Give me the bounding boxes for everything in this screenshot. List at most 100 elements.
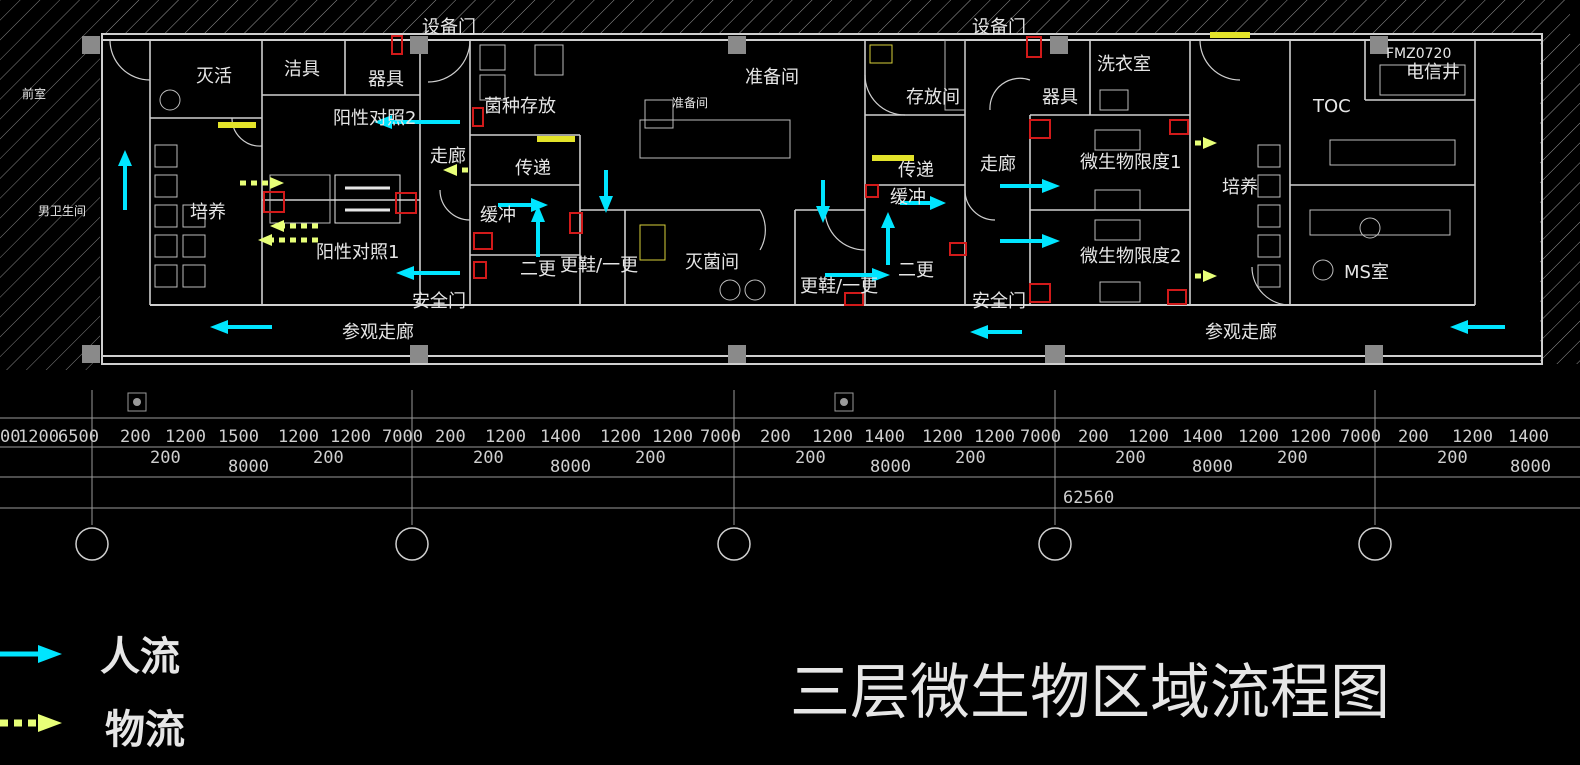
- interior-walls: [149, 40, 1476, 305]
- dimension-label: 200: [955, 448, 986, 468]
- dimension-label: 200: [1398, 427, 1429, 447]
- dimension-label: 1200: [922, 427, 963, 447]
- dimension-label: 1200: [1238, 427, 1279, 447]
- room-labels: 前室 男卫生间 灭活 洁具 器具 设备门 阳性对照2 阳性对照1 培养 菌种存放…: [22, 17, 1460, 343]
- hatched-exterior-top: [100, 0, 1570, 34]
- room-label-inactivation: 灭活: [196, 66, 232, 87]
- dimension-label: 200: [120, 427, 151, 447]
- dimension-label: 1200: [600, 427, 641, 447]
- room-label-equipment-door-right: 设备门: [972, 17, 1026, 38]
- people-flow-arrow: [825, 268, 890, 282]
- people-flow-arrows: [118, 115, 1505, 339]
- legend-people-flow-swatch: [0, 645, 62, 663]
- people-flow-arrow: [1450, 320, 1505, 334]
- room-label-positive-control-2: 阳性对照2: [333, 108, 416, 129]
- grid-marker-1-dot: [133, 398, 141, 406]
- room-label-positive-control-1: 阳性对照1: [316, 242, 399, 263]
- room-label-fmz-code: FMZ0720: [1386, 46, 1451, 62]
- legend-material-flow-swatch: [0, 714, 62, 732]
- dimension-label: 200: [1078, 427, 1109, 447]
- room-label-safety-door-right: 安全门: [972, 291, 1026, 312]
- dimension-label: 1200: [485, 427, 526, 447]
- dimension-label: 6500: [58, 427, 99, 447]
- room-label-laundry: 洗衣室: [1097, 54, 1151, 75]
- room-label-visit-corridor-left: 参观走廊: [342, 322, 414, 343]
- dimension-label: 200: [1277, 448, 1308, 468]
- dimension-label: 1200: [974, 427, 1015, 447]
- material-flow-arrow: [258, 234, 318, 246]
- legend-material-flow-label: 物流: [105, 707, 185, 753]
- dimension-label: 1200: [1452, 427, 1493, 447]
- room-label-front-room: 前室: [22, 86, 46, 101]
- room-label-tools-right: 器具: [1042, 87, 1078, 108]
- room-label-visit-corridor-right: 参观走廊: [1205, 322, 1277, 343]
- people-flow-arrow: [1000, 179, 1060, 193]
- room-label-safety-door-left: 安全门: [412, 291, 466, 312]
- dimension-label: 7000: [1020, 427, 1061, 447]
- people-flow-arrow: [374, 115, 460, 129]
- material-flow-arrow: [1195, 270, 1217, 282]
- room-label-micro-limit-1: 微生物限度1: [1080, 152, 1181, 173]
- room-label-storage-room: 存放间: [906, 87, 960, 108]
- dimension-label: 8000: [550, 457, 591, 477]
- room-label-janitor: 洁具: [284, 59, 320, 80]
- room-label-prep-small: 准备间: [672, 96, 708, 110]
- room-label-second-change-right: 二更: [898, 260, 934, 281]
- people-flow-arrow: [498, 198, 548, 212]
- room-label-pass-left: 传递: [515, 158, 551, 179]
- hatched-exterior-right: [1540, 34, 1580, 364]
- dimension-label: 1500: [218, 427, 259, 447]
- dimension-label: 1400: [1182, 427, 1223, 447]
- people-flow-arrow: [599, 170, 613, 213]
- people-flow-arrow: [531, 205, 545, 257]
- room-label-toc: TOC: [1312, 96, 1351, 117]
- door-swings: [109, 39, 1291, 306]
- people-flow-arrow: [881, 212, 895, 265]
- outer-walls: [101, 33, 1543, 365]
- people-flow-arrow: [970, 325, 1022, 339]
- room-label-buffer-right: 缓冲: [890, 187, 926, 208]
- room-label-prep-room: 准备间: [745, 67, 799, 88]
- dimension-label: 1200: [330, 427, 371, 447]
- dimension-label: 00: [0, 427, 20, 447]
- room-label-culture-right: 培养: [1222, 177, 1258, 198]
- material-flow-arrow: [270, 220, 318, 232]
- room-label-equipment-door-left: 设备门: [422, 17, 476, 38]
- room-label-telecom-shaft: 电信井: [1406, 62, 1460, 83]
- dimension-label: 7000: [1340, 427, 1381, 447]
- dimension-label: 1200: [1128, 427, 1169, 447]
- dimension-label: 1200: [652, 427, 693, 447]
- room-label-micro-limit-2: 微生物限度2: [1080, 246, 1181, 267]
- grid-marker-2-dot: [840, 398, 848, 406]
- people-flow-arrow: [210, 320, 272, 334]
- material-flow-arrow: [1195, 137, 1217, 149]
- dimension-label: 200: [1437, 448, 1468, 468]
- dimension-label: 7000: [382, 427, 423, 447]
- dimension-label: 200: [473, 448, 504, 468]
- room-label-sterilization: 灭菌间: [685, 252, 739, 273]
- dimension-label: 1200: [18, 427, 59, 447]
- grid-marker-1: [127, 392, 147, 412]
- material-flow-arrow: [240, 177, 284, 189]
- legend-people-flow-label: 人流: [100, 634, 180, 680]
- dimension-label: 8000: [228, 457, 269, 477]
- room-label-corridor-right: 走廊: [980, 154, 1016, 175]
- dimension-label: 200: [635, 448, 666, 468]
- dimension-label: 200: [760, 427, 791, 447]
- material-flow-arrow: [443, 164, 468, 176]
- room-label-shoe-first-change-left: 更鞋/一更: [560, 255, 638, 276]
- dimension-lines: [0, 390, 1580, 525]
- yellow-annotation-marks: [218, 32, 1250, 161]
- room-label-second-change-left: 二更: [520, 259, 556, 280]
- room-label-staff-toilet: 男卫生间: [38, 204, 86, 218]
- people-flow-arrow: [816, 180, 830, 223]
- grid-axis-bubbles: [75, 527, 1392, 561]
- diagram-title: 三层微生物区域流程图: [790, 658, 1390, 728]
- dimension-label: 1200: [165, 427, 206, 447]
- dimension-label: 200: [150, 448, 181, 468]
- dimension-total: 62560: [1063, 488, 1114, 508]
- dimension-label: 8000: [1192, 457, 1233, 477]
